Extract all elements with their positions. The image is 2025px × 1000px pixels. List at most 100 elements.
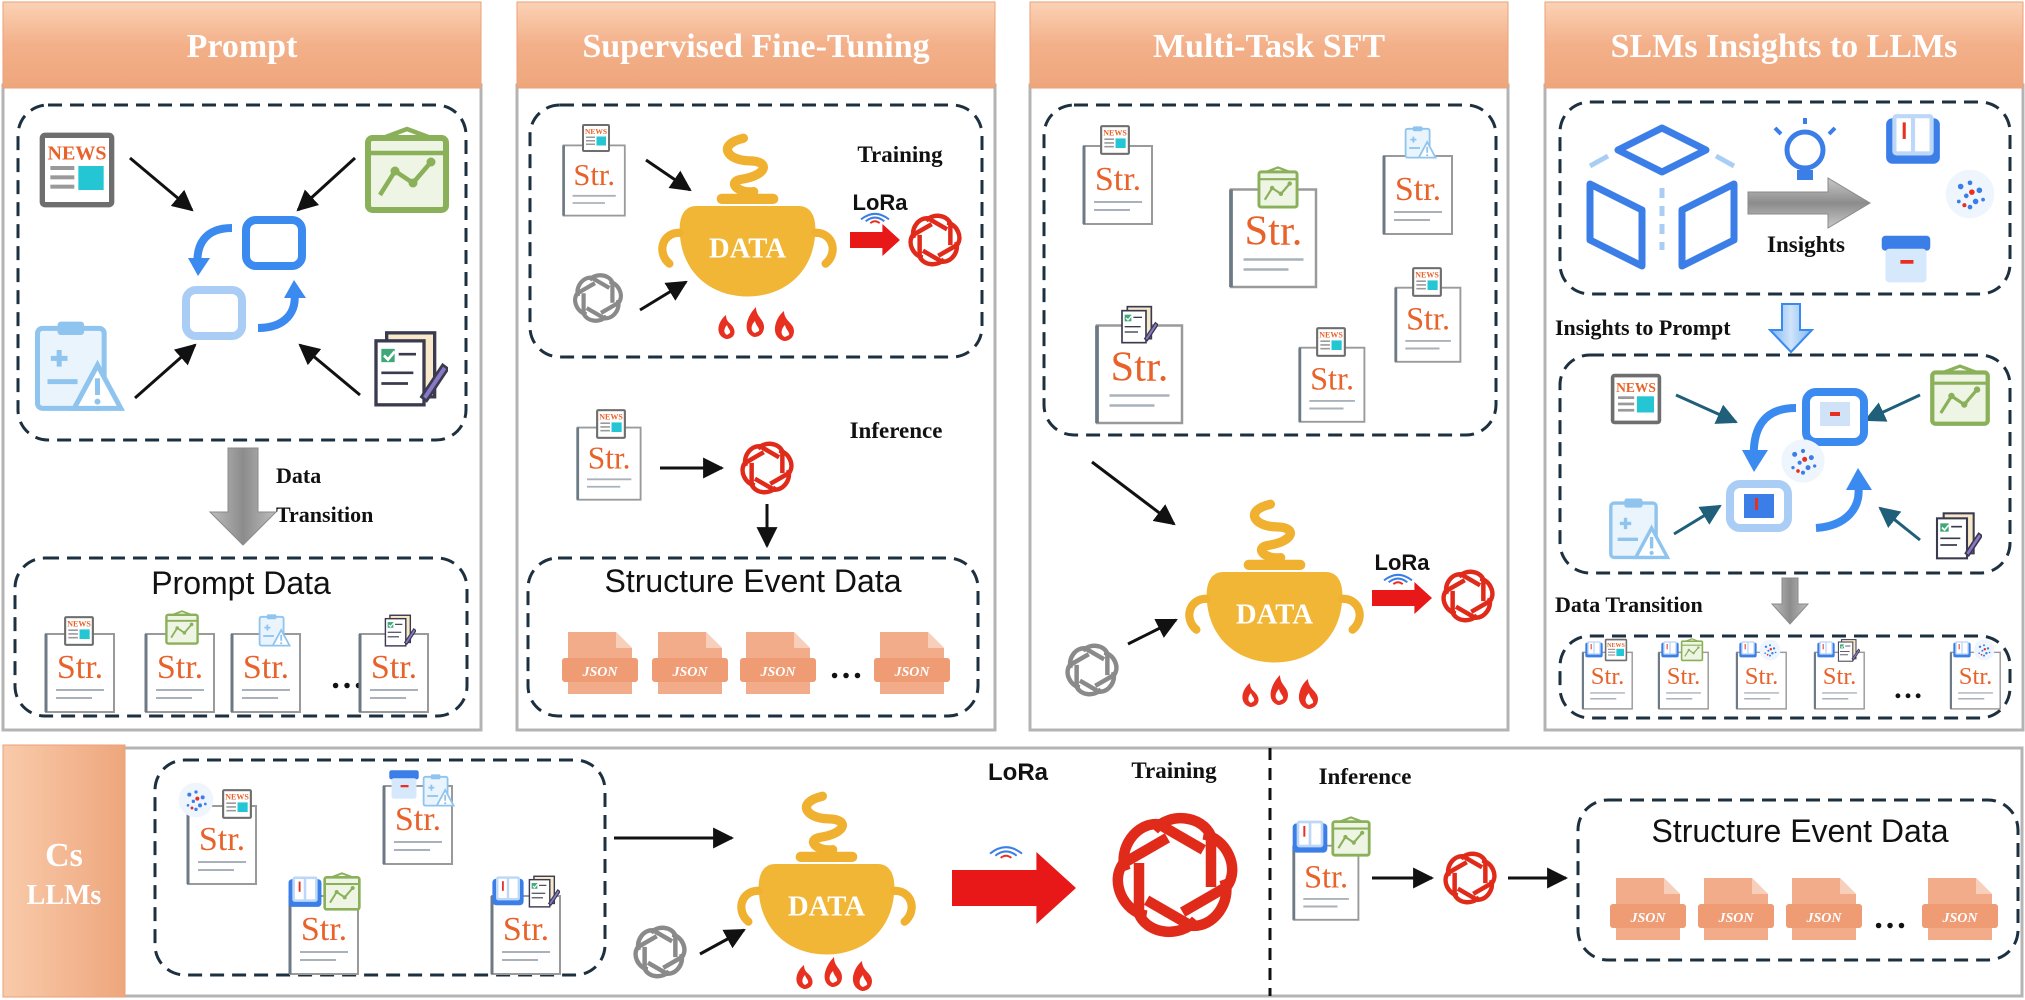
data-transition-arrow (208, 447, 278, 546)
arrow-gpt-to-pot (699, 928, 746, 956)
svg-text:…: … (1893, 672, 1923, 705)
svg-text:Supervised Fine-Tuning: Supervised Fine-Tuning (582, 28, 929, 65)
news-small-icon (1100, 125, 1130, 155)
svg-text:Multi-Task SFT: Multi-Task SFT (1153, 28, 1385, 65)
insight-cycle-icon (1726, 388, 1872, 532)
svg-text:Insights: Insights (1767, 232, 1845, 257)
arrow-clipboard-to-cycle (134, 343, 197, 400)
svg-text:Transition: Transition (276, 502, 373, 527)
svg-text:LoRa: LoRa (1375, 550, 1431, 575)
slms-header: SLMs Insights to LLMs (1544, 1, 2024, 89)
chart-small-icon (1257, 166, 1299, 209)
svg-text:Cs: Cs (45, 837, 83, 874)
svg-text:Prompt: Prompt (187, 28, 298, 65)
slms-output-box (1558, 634, 2012, 720)
data-points-icon (1945, 169, 1995, 219)
box-small-icon (389, 770, 419, 799)
news-small-icon (64, 616, 94, 646)
prompt-header: Prompt (2, 1, 482, 89)
signal-icon (989, 846, 1023, 859)
svg-text:LLMs: LLMs (27, 880, 102, 911)
data-transition-arrow (1770, 577, 1810, 625)
str-document-icon (1298, 346, 1366, 424)
svg-text:LoRa: LoRa (988, 759, 1049, 786)
prompt-sources-box (16, 103, 468, 442)
insights-to-prompt-arrow (1767, 303, 1815, 354)
insights-arrow (1747, 177, 1871, 229)
news-small-icon (582, 124, 610, 152)
book-icon (1886, 114, 1940, 164)
lora-big-arrow (952, 852, 1076, 924)
chart-small-icon (1331, 816, 1371, 857)
news-small-icon (1604, 638, 1628, 662)
str-document-icon (1082, 144, 1154, 226)
svg-text:SLMs Insights to LLMs: SLMs Insights to LLMs (1611, 28, 1958, 65)
str-document-icon (490, 894, 562, 976)
chart-document-icon (1932, 366, 1987, 424)
chart-document-icon (368, 129, 446, 210)
lightbulb-icon (1773, 118, 1837, 180)
svg-text:Structure Event Data: Structure Event Data (1651, 813, 1948, 849)
svg-text:LoRa: LoRa (853, 190, 909, 215)
box-icon (1881, 235, 1931, 283)
lora-arrow (1372, 582, 1432, 614)
arrow-chart-to-cycle (1864, 393, 1921, 422)
refresh-cycle-icon (182, 216, 306, 340)
arrow-gpt-to-pot (1127, 618, 1178, 646)
news-icon (1610, 373, 1662, 425)
book-small-icon (1817, 641, 1835, 658)
str-document-icon (1949, 651, 2002, 710)
news-small-icon (222, 789, 252, 819)
book-small-icon (492, 876, 524, 906)
news-small-icon (1412, 267, 1442, 297)
chart-small-icon (323, 872, 361, 911)
str-document-icon (562, 144, 627, 217)
svg-text:…: … (1873, 899, 1907, 936)
book-small-icon (1953, 641, 1971, 658)
svg-text:…: … (330, 659, 364, 696)
cs-output-box (1576, 798, 2020, 962)
str-document-icon (1735, 651, 1788, 710)
svg-text:Inference: Inference (1319, 764, 1412, 789)
arrow-chart-to-cycle (296, 156, 357, 212)
data-points-icon (1781, 439, 1825, 483)
signal-icon (860, 212, 890, 224)
multitask-header: Multi-Task SFT (1029, 1, 1509, 89)
cube-model-icon (1586, 124, 1738, 270)
multitask-data-box (1042, 103, 1498, 437)
arrow-checklist-to-cycle (1878, 506, 1921, 542)
signal-icon (1383, 573, 1413, 585)
sft-training-box (528, 103, 984, 359)
dots-small-icon (1759, 639, 1781, 661)
slms-prompt-box (1558, 353, 2012, 575)
cs-input-box (153, 758, 607, 977)
str-document-icon (1394, 286, 1462, 364)
lora-arrow (850, 224, 900, 256)
book-small-icon (1585, 641, 1603, 658)
svg-text:Structure Event Data: Structure Event Data (604, 563, 901, 599)
chartDoc-small-icon (1680, 638, 1704, 662)
sft-output-box (526, 556, 980, 718)
arrow-news-to-cycle (1675, 393, 1738, 424)
arrow-data-to-pot (1091, 460, 1176, 526)
arrow-gpt-to-pot (639, 280, 688, 312)
news-small-icon (596, 409, 626, 439)
svg-text:Data: Data (276, 463, 321, 488)
str-document-icon (1382, 154, 1454, 236)
arrow-clipboard-to-cycle (1673, 504, 1722, 536)
dots-small-icon (1973, 639, 1995, 661)
arrow-news-to-cycle (129, 156, 194, 212)
book-small-icon (1739, 641, 1757, 658)
svg-text:Prompt Data: Prompt Data (151, 565, 331, 601)
data-points-small-icon (178, 782, 214, 818)
arrow-str-to-pot (645, 158, 692, 192)
svg-text:Training: Training (857, 142, 943, 167)
svg-text:…: … (829, 649, 863, 686)
svg-text:Data Transition: Data Transition (1555, 592, 1703, 617)
arrow-checklist-to-cycle (298, 343, 361, 397)
str-document-icon (144, 632, 216, 714)
sft-header: Supervised Fine-Tuning (516, 1, 996, 89)
book-small-icon (288, 876, 322, 907)
